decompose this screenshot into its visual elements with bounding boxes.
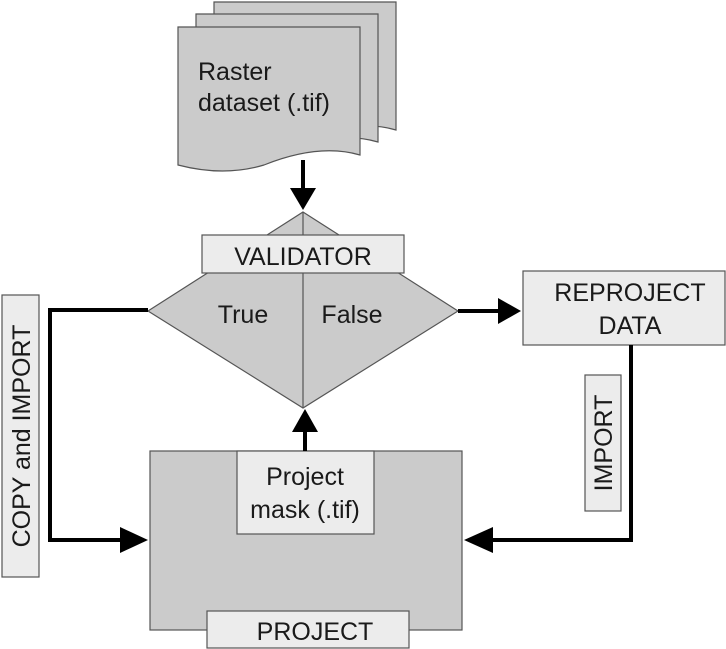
project-label: PROJECT [257,618,374,646]
arrow-validator-to-reproject [458,298,521,324]
project-label-box [206,610,410,649]
arrow-reproject-to-project [464,345,633,553]
reproject-label-line1: REPROJECT [554,279,705,307]
project-mask-box [236,450,375,535]
validator-false-label: False [321,301,382,329]
reproject-label-line2: DATA [599,312,662,340]
raster-label-line1: Raster [198,58,272,86]
reproject-box [522,270,726,346]
copy-import-label-node: COPY and IMPORT [1,294,40,578]
import-label-node: IMPORT [584,374,622,512]
arrow-validator-to-project [48,308,148,553]
arrow-raster-to-validator [290,160,316,210]
raster-label-line2: dataset (.tif) [198,89,330,117]
validator-label-box [201,234,405,274]
import-label: IMPORT [590,395,618,492]
project-mask-label-line1: Project [266,463,344,491]
validator-node: VALIDATOR True False [146,211,460,409]
validator-true-label: True [218,301,268,329]
arrow-mask-to-validator [292,409,318,451]
import-label-box [584,374,622,512]
project-mask-label-line2: mask (.tif) [250,496,360,524]
copy-import-label: COPY and IMPORT [8,325,36,548]
raster-dataset-node: Raster dataset (.tif) [177,1,397,172]
validator-label: VALIDATOR [234,243,372,271]
copy-import-label-box [1,294,40,578]
reproject-data-node: REPROJECT DATA [522,270,726,346]
raster-page-front [177,26,361,172]
project-mask-node: Project mask (.tif) [236,450,375,535]
